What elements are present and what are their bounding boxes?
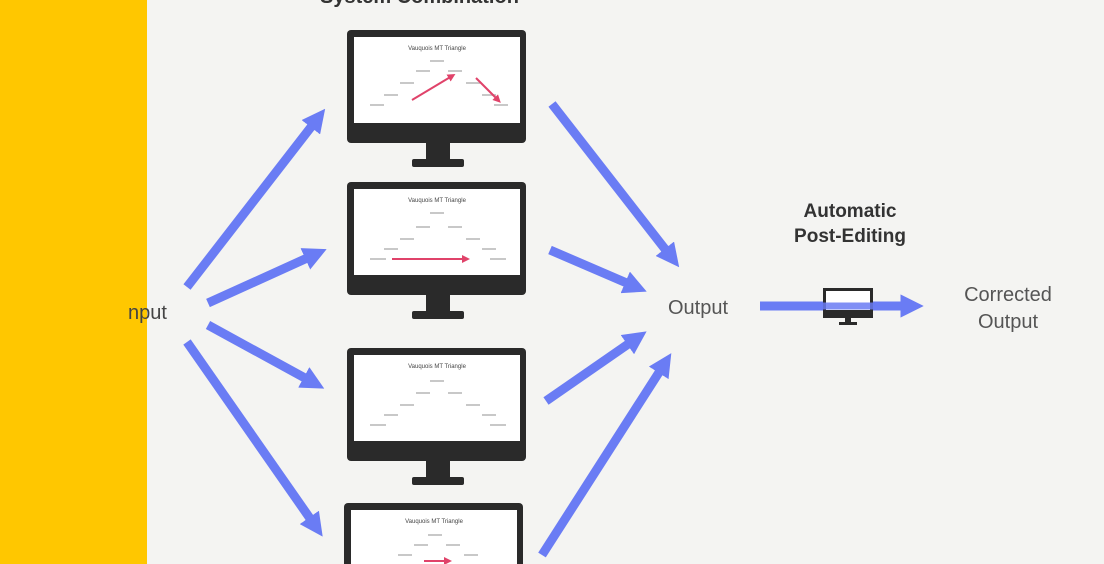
monitor-icon — [344, 503, 523, 564]
accent-bar — [0, 0, 147, 564]
diagram-title: System Combination — [320, 0, 519, 9]
arrow-input-monitor-3 — [205, 321, 325, 389]
screen-title: Vauquois MT Triangle — [405, 519, 463, 525]
screen-1: Vauquois MT Triangle — [354, 37, 520, 57]
arrow-input-monitor-1 — [183, 108, 326, 290]
screen-2: Vauquois MT Triangle — [354, 189, 520, 209]
screen-title: Vauquois MT Triangle — [408, 198, 466, 204]
input-label: nput — [128, 302, 167, 324]
screen-3: Vauquois MT Triangle — [354, 355, 520, 375]
ape-label-line2: Post-Editing — [794, 226, 906, 247]
arrow-input-monitor-2 — [206, 248, 327, 308]
monitor-icon — [347, 30, 526, 167]
corrected-label-line2: Output — [977, 311, 1039, 333]
screen-title: Vauquois MT Triangle — [408, 46, 466, 52]
monitor-icon — [347, 348, 526, 485]
arrow-monitor-1-output — [548, 101, 680, 268]
screen-4: Vauquois MT Triangle — [351, 510, 517, 530]
ape-label-line1: Automatic — [803, 201, 897, 222]
arrow-input-monitor-4 — [183, 339, 323, 537]
arrow-monitor-2-output — [548, 245, 647, 294]
output-label: Output — [668, 297, 729, 319]
ape-label: Automatic Post-Editing — [760, 199, 940, 249]
corrected-output-label: Corrected Output — [948, 282, 1068, 336]
monitor-icon — [347, 182, 526, 319]
corrected-label-line1: Corrected — [964, 284, 1052, 306]
arrow-monitor-4-output — [538, 353, 672, 558]
screen-title: Vauquois MT Triangle — [408, 364, 466, 370]
arrow-monitor-3-output — [543, 331, 647, 405]
